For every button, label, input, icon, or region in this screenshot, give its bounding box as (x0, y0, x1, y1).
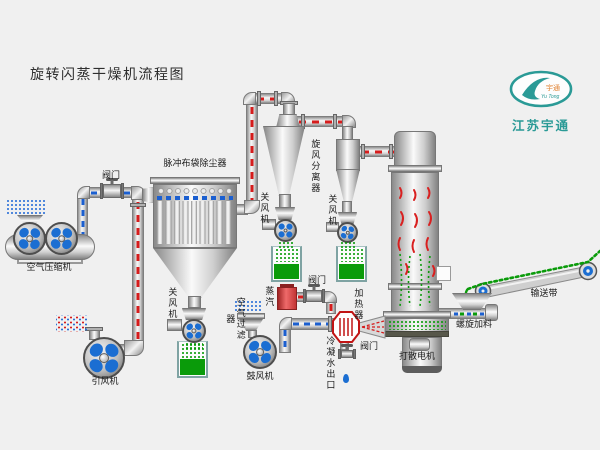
air-intake-dots (6, 199, 46, 215)
collection-beaker (271, 246, 302, 282)
blower-label: 鼓风机 (246, 371, 274, 381)
cyclone1-airlock-label: 关风机 (259, 191, 270, 225)
scatter-material-dots (388, 320, 446, 330)
pipe-flange (328, 316, 332, 332)
dryer-internals (397, 187, 436, 307)
air-filter-label: 空气过滤器 (225, 297, 246, 341)
cyclone1-cone (263, 126, 305, 196)
scatter-section-flange (383, 311, 451, 318)
pipe-flange (361, 144, 365, 159)
dryer-base-cap (402, 366, 442, 373)
screw-feeder-motor (485, 304, 498, 321)
pipe-elbow (77, 186, 90, 199)
condensate-outlet-label: 冷凝水出口 (325, 335, 336, 391)
conveyor-label: 输送带 (530, 288, 558, 298)
cyclone1-outlet-tube (279, 194, 291, 208)
steam-vessel-cap (280, 284, 294, 288)
bag-filter-label: 脉冲布袋除尘器 (163, 158, 227, 168)
bagfilter-rotary-airlock (182, 319, 206, 343)
compressor-fan-2 (45, 222, 78, 255)
water-drop-icon (343, 374, 349, 383)
pipe-elbow (244, 200, 260, 214)
cyclone1-rotary-airlock (274, 219, 297, 242)
dryer-top-section (394, 131, 436, 167)
cyclone1-to-bagfilter-pipe (246, 104, 258, 204)
airlock-motor (167, 319, 182, 331)
dryer-top-flange (388, 165, 442, 172)
exhaust-downcomer-pipe (132, 199, 144, 344)
scatter-motor (409, 338, 430, 351)
pipe-flange (257, 91, 261, 106)
condensate-valve-label: 阀门 (359, 341, 378, 351)
cyclone1-flare (276, 114, 300, 128)
cyclone2-body (336, 139, 360, 171)
air-intake-dots (234, 300, 262, 313)
pipe-elbow (279, 317, 292, 330)
blower-outlet-riser (279, 327, 291, 353)
bagfilter-top-ring (150, 177, 240, 184)
material-spray (278, 241, 294, 250)
steam-valve (303, 284, 325, 303)
conveyor-belt (464, 249, 600, 307)
screw-feeder-label: 螺旋加料 (455, 319, 492, 329)
pipe-flange (333, 114, 337, 129)
pipe-flange (389, 144, 393, 159)
falling-material (181, 343, 204, 358)
scatter-section-band (385, 331, 449, 337)
compressor-riser-pipe (77, 196, 88, 238)
air-compressor-label: 空气压缩机 (26, 262, 72, 272)
cyclone2-outlet-tube (342, 201, 352, 213)
company-logo: 宇通 Yu Tong 江苏宇通 (508, 70, 574, 133)
compressor-valve (100, 178, 124, 199)
bagfilter-outlet-tube (188, 296, 201, 308)
falling-material (275, 248, 298, 262)
filter-cap (237, 313, 265, 319)
induced-draft-fan (83, 337, 125, 379)
bagfilter-airlock-label: 关风机 (167, 286, 178, 320)
filter-bags (157, 201, 233, 244)
logo-ellipse-icon: 宇通 Yu Tong (509, 70, 573, 108)
induced-fan-label: 引风机 (91, 376, 119, 386)
exhaust-spray-dots (56, 315, 88, 332)
pipe-flange (274, 91, 278, 106)
material-spray (340, 241, 355, 250)
scatter-motor-label: 打散电机 (398, 351, 435, 361)
heater-icon (332, 311, 360, 343)
sight-glass (436, 266, 451, 281)
condensate-valve (338, 344, 356, 359)
cyclone2-cone (336, 169, 360, 203)
steam-label: 蒸汽 (264, 286, 275, 308)
logo-cn-text: 宇通 (546, 83, 560, 92)
bag-caps-row (157, 186, 233, 195)
page-title: 旋转闪蒸干燥机流程图 (30, 66, 185, 82)
pipe-elbow (323, 291, 337, 303)
heater-label: 加热器 (353, 288, 364, 321)
bagfilter-cone (153, 248, 237, 298)
falling-material (340, 248, 363, 262)
compressor-valve-label: 阀门 (101, 170, 120, 180)
blower-fan (243, 335, 277, 369)
cyclone-separator-label: 旋风分离器 (310, 138, 321, 194)
pipe-elbow (243, 92, 256, 105)
cyclone2-airlock-label: 关风机 (327, 193, 338, 227)
steam-vessel (277, 287, 297, 310)
pulse-header-flow (157, 196, 233, 200)
steam-valve-label: 阀门 (307, 275, 326, 285)
logo-en-text: Yu Tong (541, 94, 559, 100)
brand-name: 江苏宇通 (511, 119, 570, 133)
compressor-skid (17, 259, 83, 264)
pipe-flange (130, 203, 146, 207)
cyclone2-rotary-airlock (337, 222, 358, 243)
pipe-elbow (124, 340, 144, 356)
dryer-mid-flange (388, 283, 442, 290)
